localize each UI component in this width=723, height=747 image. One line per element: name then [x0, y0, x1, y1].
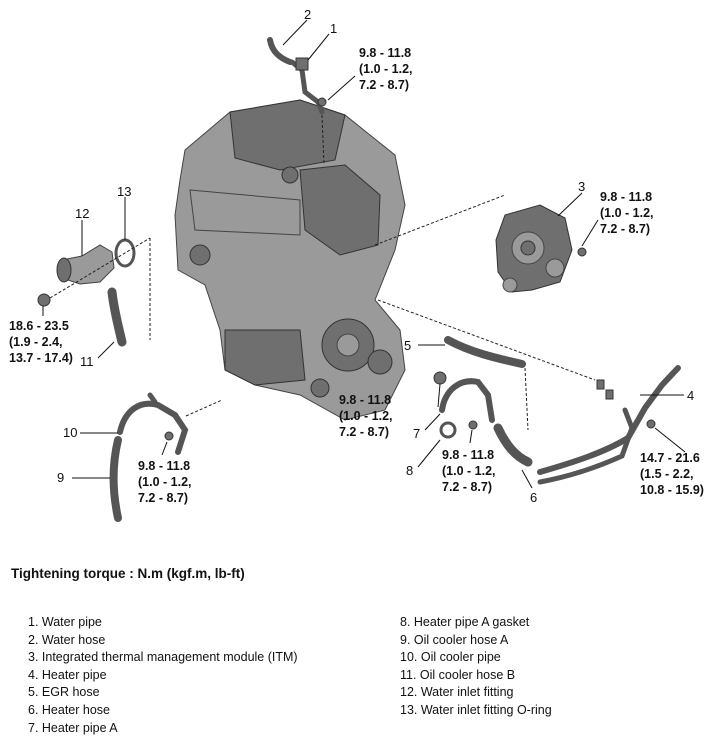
callout-8: 8 [406, 463, 413, 478]
legend-item: 7. Heater pipe A [28, 720, 118, 735]
parts-legend-left: 1. Water pipe 2. Water hose 3. Integrate… [28, 614, 298, 737]
svg-text:9.8 - 11.8: 9.8 - 11.8 [442, 448, 494, 462]
svg-text:18.6 - 23.5: 18.6 - 23.5 [9, 319, 69, 333]
heater-pipe [537, 365, 681, 485]
callout-5: 5 [404, 338, 411, 353]
svg-text:7.2 - 8.7): 7.2 - 8.7) [600, 222, 650, 236]
callout-13: 13 [117, 184, 131, 199]
legend-item: 12. Water inlet fitting [400, 685, 514, 700]
svg-text:9.8 - 11.8: 9.8 - 11.8 [600, 190, 652, 204]
svg-text:(1.0 - 1.2,: (1.0 - 1.2, [359, 62, 413, 76]
callout-1: 1 [330, 21, 337, 36]
legend-item: 3. Integrated thermal management module … [28, 650, 298, 665]
egr-hose [444, 336, 526, 368]
svg-text:(1.5 - 2.2,: (1.5 - 2.2, [640, 467, 694, 481]
legend-item: 5. EGR hose [28, 685, 100, 700]
legend-item: 11. Oil cooler hose B [400, 667, 516, 682]
torque-spec-oil-cooler-pipe: 9.8 - 11.8 (1.0 - 1.2, 7.2 - 8.7) [138, 459, 192, 505]
legend-item: 13. Water inlet fitting O-ring [400, 702, 552, 717]
heater-hose [493, 423, 533, 467]
legend-item: 1. Water pipe [28, 615, 102, 629]
svg-text:(1.0 - 1.2,: (1.0 - 1.2, [339, 409, 393, 423]
parts-legend-right: 8. Heater pipe A gasket 9. Oil cooler ho… [400, 614, 552, 720]
legend-item: 4. Heater pipe [28, 667, 107, 682]
svg-text:(1.0 - 1.2,: (1.0 - 1.2, [138, 475, 192, 489]
torque-spec-water-inlet: 18.6 - 23.5 (1.9 - 2.4, 13.7 - 17.4) [9, 319, 73, 365]
callout-7: 7 [413, 426, 420, 441]
legend-item: 10. Oil cooler pipe [400, 650, 501, 665]
svg-text:7.2 - 8.7): 7.2 - 8.7) [442, 480, 492, 494]
legend-item: 8. Heater pipe A gasket [400, 615, 530, 629]
svg-text:(1.0 - 1.2,: (1.0 - 1.2, [442, 464, 496, 478]
svg-text:(1.0 - 1.2,: (1.0 - 1.2, [600, 206, 654, 220]
svg-text:9.8 - 11.8: 9.8 - 11.8 [339, 393, 391, 407]
callout-3: 3 [578, 179, 585, 194]
torque-spec-heater-pipe: 14.7 - 21.6 (1.5 - 2.2, 10.8 - 15.9) [640, 451, 704, 497]
engine-cooling-diagram: 1 2 3 4 5 6 7 8 9 10 11 12 13 9.8 - 11.8… [9, 7, 704, 522]
svg-text:9.8 - 11.8: 9.8 - 11.8 [359, 46, 411, 60]
torque-spec-water-pipe: 9.8 - 11.8 (1.0 - 1.2, 7.2 - 8.7) [359, 46, 413, 92]
itm-module [495, 204, 587, 293]
callout-2: 2 [304, 7, 311, 22]
engine-block [174, 99, 406, 421]
callout-12: 12 [75, 206, 89, 221]
svg-text:14.7 - 21.6: 14.7 - 21.6 [640, 451, 700, 465]
svg-text:(1.9 - 2.4,: (1.9 - 2.4, [9, 335, 63, 349]
svg-text:7.2 - 8.7): 7.2 - 8.7) [339, 425, 389, 439]
svg-text:7.2 - 8.7): 7.2 - 8.7) [359, 78, 409, 92]
torque-units-title: Tightening torque : N.m (kgf.m, lb-ft) [11, 566, 245, 581]
legend-item: 6. Heater hose [28, 702, 110, 717]
callout-4: 4 [687, 388, 694, 403]
water-pipe-assembly [267, 37, 327, 115]
torque-spec-itm: 9.8 - 11.8 (1.0 - 1.2, 7.2 - 8.7) [600, 190, 654, 236]
torque-spec-heater-pipe-a-2: 9.8 - 11.8 (1.0 - 1.2, 7.2 - 8.7) [442, 448, 496, 494]
callout-10: 10 [63, 425, 77, 440]
callout-11: 11 [80, 354, 94, 369]
heater-pipe-a [433, 371, 495, 439]
callout-labels: 1 2 3 4 5 6 7 8 9 10 11 12 13 [57, 7, 694, 505]
water-inlet-fitting [37, 238, 136, 347]
oil-cooler-pipe [109, 392, 189, 522]
legend-item: 2. Water hose [28, 632, 106, 647]
torque-spec-heater-pipe-a: 9.8 - 11.8 (1.0 - 1.2, 7.2 - 8.7) [339, 393, 393, 439]
legend-item: 9. Oil cooler hose A [400, 632, 509, 647]
svg-text:13.7 - 17.4): 13.7 - 17.4) [9, 351, 73, 365]
callout-6: 6 [530, 490, 537, 505]
svg-text:9.8 - 11.8: 9.8 - 11.8 [138, 459, 190, 473]
svg-text:10.8 - 15.9): 10.8 - 15.9) [640, 483, 704, 497]
svg-text:7.2 - 8.7): 7.2 - 8.7) [138, 491, 188, 505]
callout-9: 9 [57, 470, 64, 485]
